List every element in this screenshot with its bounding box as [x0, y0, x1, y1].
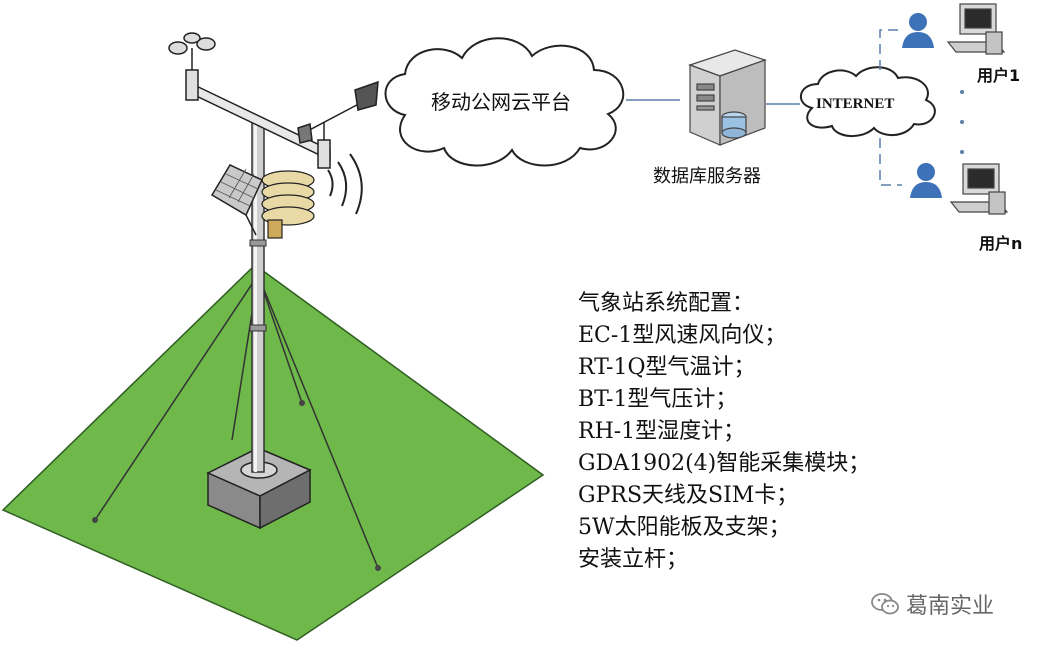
config-item: GDA1902(4)智能采集模块；: [578, 451, 871, 476]
config-item: 安装立杆；: [578, 547, 689, 572]
config-item: RH-1型湿度计；: [578, 419, 746, 444]
config-item: GPRS天线及SIM卡；: [578, 483, 799, 508]
user-n-icon: [910, 163, 942, 198]
cloud-shape: [384, 37, 625, 167]
solar-panel: [210, 164, 263, 236]
internet-label: INTERNET: [816, 96, 895, 112]
signal-waves: [327, 153, 363, 215]
server-label: 数据库服务器: [653, 166, 761, 187]
anemometer: [168, 32, 216, 70]
user-n-label: 用户n: [979, 234, 1023, 253]
ground-plate: [1, 264, 545, 641]
mast-pole: [249, 119, 267, 473]
internet-cloud: [800, 66, 936, 137]
wechat-icon: [871, 593, 899, 615]
ellipsis-dots: [960, 90, 964, 154]
config-list: 气象站系统配置： EC-1型风速风向仪； RT-1Q型气温计； BT-1型气压计…: [578, 288, 870, 576]
user-1-label: 用户1: [977, 66, 1021, 85]
wind-vane: [297, 80, 379, 144]
user-links: [879, 29, 902, 186]
server-icon: [688, 49, 767, 146]
crossarm: [185, 69, 331, 169]
computer-n-icon: [949, 163, 1009, 215]
config-item: RT-1Q型气温计；: [578, 355, 756, 380]
config-item: BT-1型气压计；: [578, 387, 738, 412]
config-item: 5W太阳能板及支架；: [578, 515, 791, 540]
config-title: 气象站系统配置：: [578, 291, 755, 316]
watermark: 葛南实业: [870, 588, 994, 620]
config-item: EC-1型风速风向仪；: [578, 323, 787, 348]
computer-1-icon: [946, 3, 1006, 55]
watermark-label: 葛南实业: [906, 594, 995, 619]
wire-anchors: [92, 400, 381, 571]
radiation-shield: [261, 170, 315, 239]
cloud-platform-label: 移动公网云平台: [431, 90, 571, 114]
user-1-icon: [902, 13, 934, 48]
